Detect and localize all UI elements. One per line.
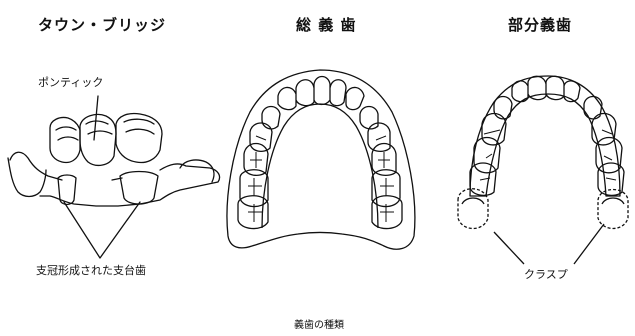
partial-denture-left-teeth — [470, 97, 512, 196]
left-clasp — [462, 198, 484, 204]
partial-denture-title: 部分義歯 — [508, 14, 572, 35]
bridge-title: タウン・ブリッジ — [38, 14, 166, 35]
clasp-leaders — [494, 224, 604, 264]
right-clasp — [602, 198, 624, 204]
figure-caption: 義歯の種類 — [294, 316, 344, 331]
complete-denture-title: 総 義 歯 — [296, 14, 356, 35]
left-clasped-tooth — [458, 189, 488, 229]
abutment-label: 支冠形成された支台歯 — [36, 262, 146, 278]
pontic-label: ポンティック — [38, 74, 103, 90]
clasp-label: クラスプ — [524, 266, 568, 282]
